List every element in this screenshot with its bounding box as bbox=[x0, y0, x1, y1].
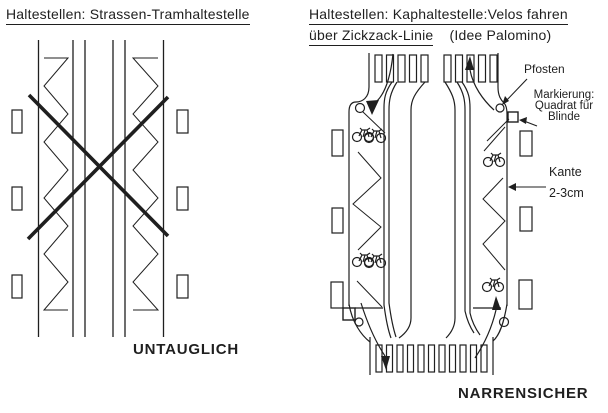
kante-label-line1: Kante bbox=[549, 165, 582, 179]
arrowhead-icon bbox=[519, 117, 527, 124]
right-panel-title-line1: Haltestellen: Kaphaltestelle:Velos fahre… bbox=[309, 6, 568, 25]
left-panel-title: Haltestellen: Strassen-Tramhaltestelle bbox=[6, 6, 250, 25]
left-zigzag-east bbox=[131, 57, 160, 311]
post-icon bbox=[354, 317, 364, 327]
bike-flow-arrow-bottom-right bbox=[474, 309, 497, 359]
markierung-label-line1: Markierung: bbox=[533, 89, 595, 101]
right-panel-title-line2-underlined: über Zickzack-Linie bbox=[309, 27, 434, 46]
right-lane-double-lines bbox=[456, 81, 481, 336]
left-road-lines bbox=[37, 40, 165, 337]
label-pointer-arrows bbox=[502, 78, 546, 191]
pfosten-label: Pfosten bbox=[524, 62, 565, 76]
arrowhead-icon bbox=[502, 96, 509, 105]
right-panel-title-line2: über Zickzack-Linie (Idee Palomino) bbox=[309, 27, 551, 46]
post-icons bbox=[354, 102, 510, 328]
pfosten-pointer-arrow bbox=[504, 78, 528, 103]
left-zigzag-west bbox=[42, 57, 70, 311]
bike-flow-arrow-top-right bbox=[469, 69, 495, 111]
markierung-label-line3: Blinde bbox=[548, 111, 580, 123]
left-diagram bbox=[11, 40, 189, 337]
crosswalk-top-stripes bbox=[374, 54, 498, 83]
bike-lane-zigzag-right bbox=[483, 118, 510, 152]
post-icon bbox=[495, 103, 505, 113]
arrowhead-icon bbox=[366, 100, 379, 115]
blind-square-icon bbox=[507, 111, 519, 123]
bike-flow-arrow-bottom-left bbox=[360, 302, 386, 357]
right-diagram-zigzags bbox=[352, 111, 510, 308]
left-panel-title-text: Haltestellen: Strassen-Tramhaltestelle bbox=[6, 6, 250, 25]
bike-flow-arrow-top-left bbox=[376, 53, 394, 102]
blind-square-icons bbox=[342, 111, 519, 321]
bike-flow-arrows bbox=[360, 53, 501, 370]
crosswalk-top bbox=[368, 53, 499, 87]
crossout-x-icon bbox=[26, 93, 170, 241]
right-diagram-side-rectangles bbox=[330, 129, 533, 310]
left-side-rectangles bbox=[11, 109, 189, 299]
kante-label-line2: 2-3cm bbox=[549, 186, 584, 200]
arrowhead-icon bbox=[465, 56, 474, 70]
left-lane-double-lines bbox=[383, 81, 398, 339]
right-panel-verdict: NARRENSICHER bbox=[458, 385, 589, 402]
tram-lane-lines bbox=[398, 81, 456, 339]
right-panel-title-line2-suffix: (Idee Palomino) bbox=[449, 27, 552, 43]
left-panel-verdict: UNTAUGLICH bbox=[133, 341, 240, 358]
bike-lane-zigzag-right-main bbox=[482, 177, 506, 271]
arrowhead-icon bbox=[381, 356, 390, 370]
bike-lane-zigzag-left-main bbox=[352, 151, 382, 251]
post-icon bbox=[354, 102, 366, 114]
crosswalk-bottom-stripes bbox=[375, 344, 488, 373]
blind-square-icon bbox=[342, 307, 356, 321]
right-curb-edge bbox=[473, 86, 508, 342]
bicycle-symbols bbox=[351, 127, 506, 293]
arrowhead-icon bbox=[492, 296, 501, 310]
kante-label: Kante 2-3cm bbox=[549, 165, 584, 200]
right-diagram bbox=[330, 53, 546, 375]
post-icon bbox=[498, 316, 510, 328]
markierung-label-line2: Quadrat für bbox=[534, 100, 594, 112]
right-panel-title-line1-text: Haltestellen: Kaphaltestelle:Velos fahre… bbox=[309, 6, 568, 25]
markierung-label: Markierung: Quadrat für Blinde bbox=[527, 89, 601, 123]
arrowhead-icon bbox=[508, 183, 516, 191]
